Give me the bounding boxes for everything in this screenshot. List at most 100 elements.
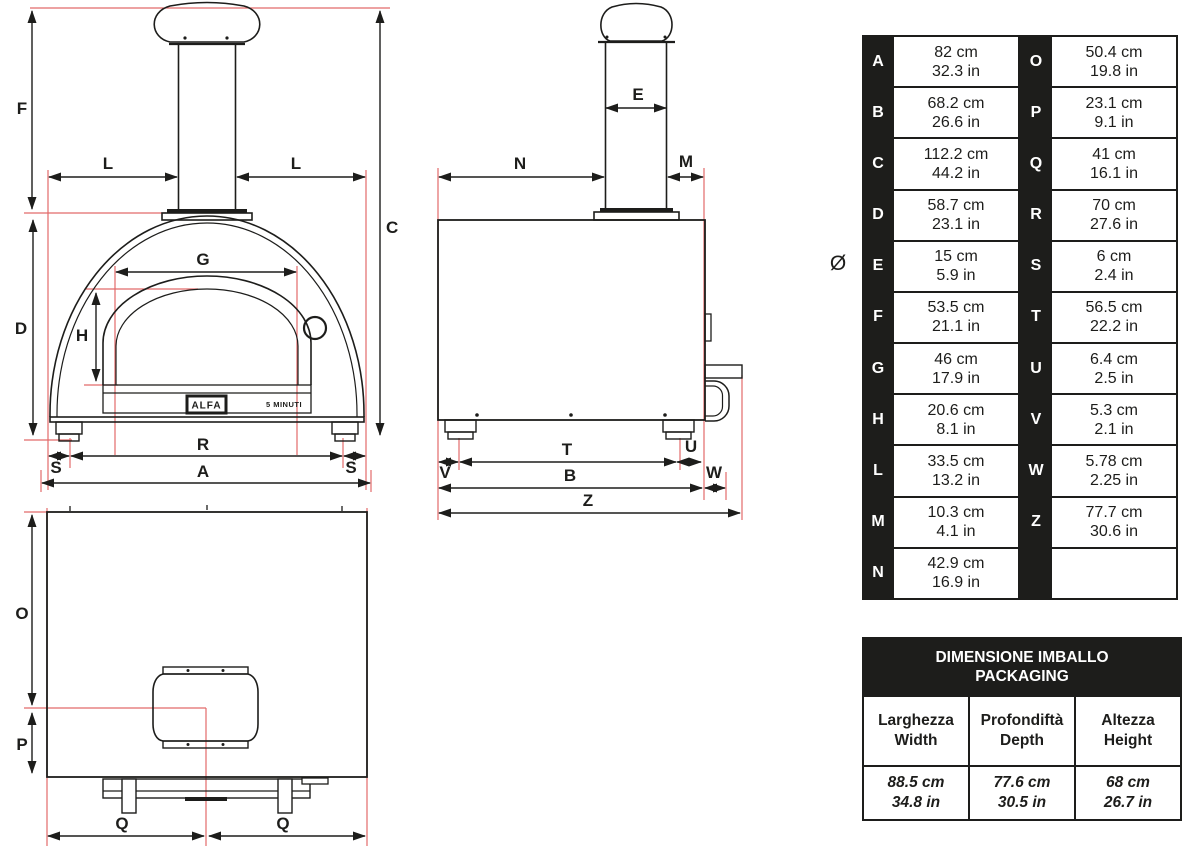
dimension-letter: B [864, 88, 892, 138]
oven-mouth-arch [102, 275, 312, 385]
front-dimension-labels: F C D L L G H R S S A [15, 99, 398, 481]
label-italian: Larghezza [878, 712, 954, 729]
top-view [46, 505, 368, 814]
top-dimension-labels: O P Q Q [15, 604, 289, 833]
value-cm: 58.7 cm [927, 197, 985, 215]
brand-logo-text: ALFA [191, 401, 221, 412]
packaging-table-grid: Larghezza Width Profondiftà Depth Altezz… [864, 697, 1180, 819]
dimension-reference-lines [24, 7, 743, 846]
dimension-letter: P [1022, 88, 1050, 138]
value-in: 27.6 in [1089, 216, 1139, 234]
dimension-letter [1022, 548, 1050, 598]
dimension-letter: R [1022, 190, 1050, 240]
value-cm: 33.5 cm [927, 453, 985, 471]
value-in: 16.9 in [931, 574, 981, 592]
side-foot-right [662, 419, 695, 433]
model-label: 5 MINUTI [266, 400, 302, 409]
dim-label-h: H [76, 326, 88, 345]
value-cm: 41 cm [1092, 145, 1136, 163]
value-in: 26.6 in [931, 113, 981, 131]
dim-label-q-right: Q [276, 814, 289, 833]
dim-label-g: G [196, 250, 209, 269]
top-dimension-lines [27, 514, 366, 841]
packaging-title-line1: DIMENSIONE IMBALLO [935, 649, 1109, 666]
side-foot-left [444, 419, 477, 433]
value-in: 22.2 in [1089, 318, 1139, 336]
chimney-bottom-plate [162, 740, 249, 749]
value-in: 21.1 in [931, 318, 981, 336]
dimension-letter: C [864, 139, 892, 189]
dimension-value [1052, 548, 1176, 598]
dimension-letter: U [1022, 344, 1050, 394]
dimension-letter: F [864, 292, 892, 343]
thermometer-icon [302, 315, 328, 341]
value-cm: 82 cm [934, 43, 978, 61]
dimension-letter: D [864, 190, 892, 240]
dim-label-p: P [16, 735, 27, 754]
value-in: 16.1 in [1089, 164, 1139, 182]
packaging-col-width-value: 88.5 cm 34.8 in [864, 767, 968, 819]
dim-label-q-left: Q [115, 814, 128, 833]
dim-label-b: B [564, 466, 576, 485]
dimension-letter: E [864, 241, 892, 291]
dimension-letter: V [1022, 395, 1050, 445]
packaging-col-height-label: Altezza Height [1076, 697, 1180, 765]
dimension-letter: S [1022, 241, 1050, 291]
dim-label-w: W [706, 463, 723, 482]
front-foot-left [55, 421, 83, 435]
packaging-title-line2: PACKAGING [975, 668, 1069, 685]
dim-label-s-left: S [50, 458, 61, 477]
front-view [49, 1, 365, 442]
value-cm: 56.5 cm [1085, 299, 1143, 317]
label-italian: Altezza [1101, 712, 1155, 729]
chimney-top-plate [162, 666, 249, 675]
dimension-letter: M [864, 497, 892, 547]
chimney-cap [153, 1, 261, 43]
side-slot [704, 313, 712, 342]
label-english: Height [1103, 732, 1153, 749]
brand-logo-box [185, 394, 228, 415]
value-in: 2.4 in [1094, 267, 1134, 285]
packaging-table-header: DIMENSIONE IMBALLO PACKAGING [864, 639, 1180, 695]
value-cm: 5.78 cm [1085, 453, 1143, 471]
side-dimension-lines [438, 103, 741, 518]
value-in: 8.1 in [936, 420, 976, 438]
dim-label-z: Z [583, 491, 593, 510]
value-cm: 68 cm [1106, 774, 1150, 791]
value-cm: 77.6 cm [993, 774, 1051, 791]
side-view [437, 2, 743, 440]
packaging-col-depth-label: Profondiftà Depth [970, 697, 1074, 765]
value-cm: 5.3 cm [1089, 401, 1138, 419]
dim-label-a: A [197, 462, 209, 481]
value-cm: 77.7 cm [1085, 504, 1143, 522]
dim-label-m: M [679, 152, 693, 171]
dim-label-l-left: L [103, 154, 113, 173]
front-foot-right [331, 421, 359, 435]
value-in: 2.1 in [1094, 420, 1134, 438]
value-cm: 15 cm [934, 248, 978, 266]
value-in: 2.25 in [1089, 472, 1139, 490]
door-handle-bar [704, 364, 743, 379]
value-cm: 53.5 cm [927, 299, 985, 317]
dim-label-f: F [17, 99, 27, 118]
side-chimney-cap [600, 2, 673, 42]
value-in: 9.1 in [1094, 113, 1134, 131]
